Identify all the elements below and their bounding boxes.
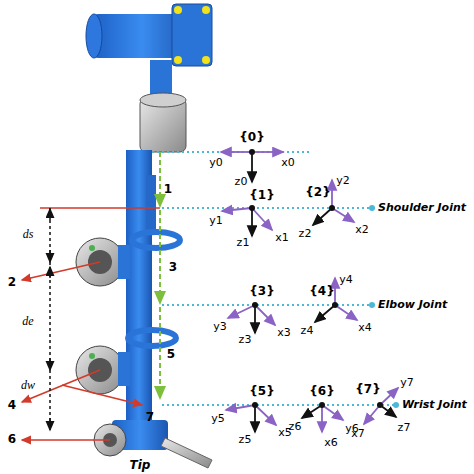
axis-label: y4 — [339, 274, 353, 286]
dimension-label: ds — [23, 228, 34, 241]
axis-label: z3 — [239, 334, 252, 346]
frame-label: {2} — [305, 186, 330, 199]
joint-label: Shoulder Joint — [378, 202, 466, 214]
axis-label: x0 — [281, 157, 295, 169]
axis-label: x2 — [355, 224, 369, 236]
frame-label: {4} — [309, 285, 334, 298]
tip-label: Tip — [130, 459, 151, 472]
frame-label: {5} — [249, 385, 274, 398]
joint-label: Wrist Joint — [402, 399, 467, 411]
callout-number: 6 — [8, 433, 16, 446]
axis-label: z6 — [289, 421, 302, 433]
frame-label: {6} — [309, 385, 334, 398]
axis-label: z5 — [239, 434, 252, 446]
axis-label: y2 — [336, 175, 350, 187]
axis-label: y5 — [211, 413, 225, 425]
callout-number: 3 — [169, 261, 177, 274]
frame-label: {0} — [239, 131, 264, 144]
frame-label: {7} — [355, 383, 380, 396]
axis-label: y0 — [209, 157, 223, 169]
axis-label: z1 — [237, 237, 250, 249]
callout-number: 5 — [167, 348, 175, 361]
axis-label: x1 — [275, 232, 289, 244]
dimension-label: de — [22, 315, 33, 328]
axis-label: x3 — [277, 327, 291, 339]
callout-number: 7 — [146, 411, 154, 424]
axis-label: y7 — [400, 377, 414, 389]
axis-label: y1 — [209, 215, 223, 227]
axis-label: y3 — [213, 321, 227, 333]
axis-label: z0 — [235, 176, 248, 188]
frame-label: {3} — [249, 285, 274, 298]
callout-number: 1 — [164, 183, 172, 196]
axis-label: x6 — [324, 437, 338, 449]
axis-label: z7 — [398, 422, 411, 434]
callout-number: 4 — [8, 399, 16, 412]
axis-label: z2 — [299, 228, 312, 240]
dimension-label: dw — [21, 379, 35, 392]
callout-number: 2 — [8, 276, 16, 289]
axis-label: z4 — [301, 325, 314, 337]
axis-label: x7 — [351, 428, 365, 440]
frame-label: {1} — [249, 189, 274, 202]
joint-label: Elbow Joint — [378, 299, 447, 311]
axis-label: x4 — [358, 322, 372, 334]
